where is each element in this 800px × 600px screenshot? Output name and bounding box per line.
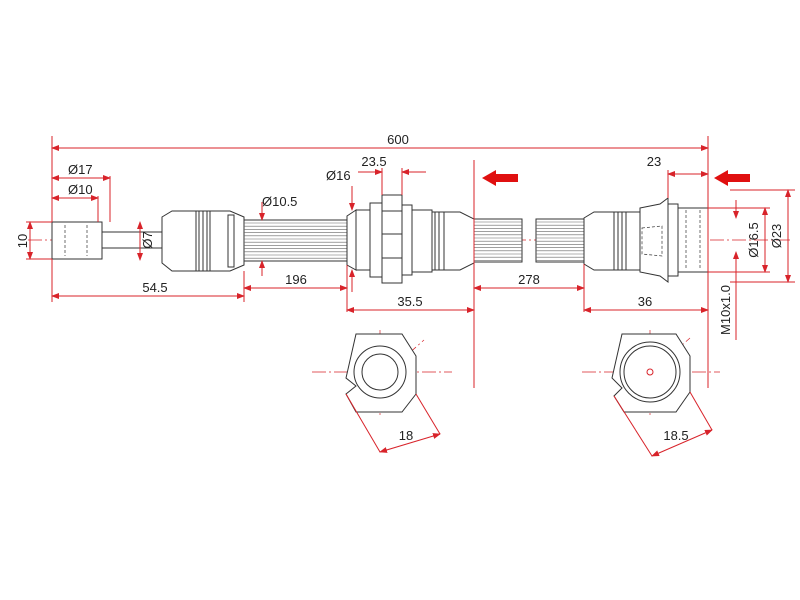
right-bore-label: Ø16.5 [746,222,761,257]
dim-tube-height: 10 [15,221,52,260]
seg-left-label: 54.5 [142,280,167,295]
right-fitting-width-label: 23 [647,154,661,169]
seg-hose-1-label: 196 [285,272,307,287]
thread-label: M10x1.0 [718,285,733,335]
seg-right-label: 36 [638,294,652,309]
dim-left-od: Ø17 [51,162,111,222]
left-tube-fitting [51,221,163,260]
bracket-fitting [346,194,475,284]
hex-left-label: 18 [399,428,413,443]
left-od-label: Ø17 [68,162,93,177]
dim-bracket-dia: Ø16 [326,168,355,292]
bracket-dia-label: Ø16 [326,168,351,183]
hose-section-2 [473,218,585,263]
left-arrow-icon [714,170,750,186]
left-nut [51,221,103,260]
seg-bracket-label: 35.5 [397,294,422,309]
dim-tube-dia: Ø7 [137,221,155,261]
dim-bracket-width: 23.5 [358,154,426,195]
bracket-hex [381,194,403,284]
left-id-label: Ø10 [68,182,93,197]
tube-height-label: 10 [15,234,30,248]
hex-right-label: 18.5 [663,428,688,443]
right-ferrule [583,211,641,271]
dim-right-fitting-width: 23 [647,154,709,198]
end-view-right: 18.5 [582,330,720,457]
dim-right-diameters: Ø16.5 Ø23 [708,189,795,283]
dim-left-id: Ø10 [51,182,99,222]
bracket-width-label: 23.5 [361,154,386,169]
seg-hose-2-label: 278 [518,272,540,287]
hose-section-1 [243,219,348,262]
right-banjo-fitting [639,197,709,283]
left-arrow-icon [482,170,518,186]
tube-dia-label: Ø7 [140,231,155,248]
left-ferrule [161,210,245,272]
right-od-label: Ø23 [769,224,784,249]
dim-thread: M10x1.0 [718,200,739,340]
end-view-left: 18 [312,330,452,453]
banjo-eye [677,207,709,273]
dim-bottom-chain: 54.5 196 35.5 278 36 [51,259,709,313]
hose-dia-label: Ø10.5 [262,194,297,209]
overall-length-label: 600 [387,132,409,147]
dim-hose-dia: Ø10.5 [259,194,297,276]
